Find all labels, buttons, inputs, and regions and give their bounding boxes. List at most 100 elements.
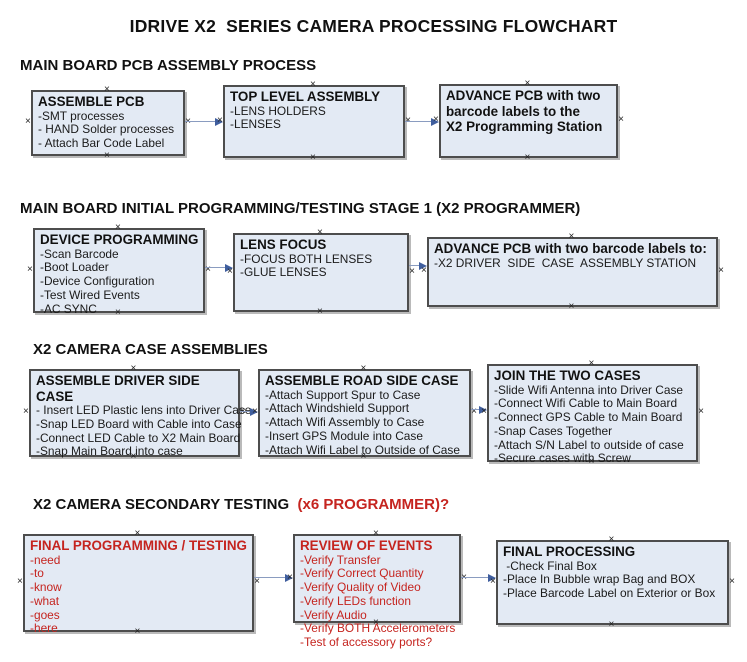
box-title: TOP LEVEL ASSEMBLY bbox=[230, 89, 381, 104]
box-line: -Verify Audio bbox=[300, 607, 367, 622]
flow-box-device-programming: DEVICE PROGRAMMING -Scan Barcode -Boot L… bbox=[33, 228, 205, 315]
connection-marker-icon bbox=[729, 578, 735, 586]
arrow-line bbox=[461, 577, 488, 578]
section-header-secondary-testing: X2 CAMERA SECONDARY TESTING (x6 PROGRAMM… bbox=[33, 496, 449, 513]
box-line: -Insert GPS Module into Case bbox=[265, 428, 423, 443]
connection-marker-icon bbox=[373, 530, 379, 538]
box-title: ASSEMBLE ROAD SIDE CASE bbox=[265, 373, 459, 388]
box-line: -Attach Windshield Support bbox=[265, 401, 410, 416]
connection-marker-icon bbox=[23, 408, 29, 416]
flow-arrow bbox=[461, 572, 496, 583]
arrow-line bbox=[240, 411, 250, 412]
box-line: -LENSES bbox=[230, 117, 281, 132]
connection-marker-icon bbox=[525, 80, 531, 88]
connection-marker-icon bbox=[589, 360, 595, 368]
box-line: -Secure cases with Screw bbox=[494, 451, 631, 466]
box-line: -Snap Cases Together bbox=[494, 423, 613, 438]
connection-marker-icon bbox=[361, 365, 367, 373]
section-header-pcb-assembly: MAIN BOARD PCB ASSEMBLY PROCESS bbox=[20, 57, 317, 74]
connection-marker-icon bbox=[698, 408, 704, 416]
box-line: -know bbox=[30, 580, 62, 595]
flow-arrow bbox=[205, 262, 233, 273]
flow-arrow bbox=[405, 116, 439, 127]
section-header-case-assemblies: X2 CAMERA CASE ASSEMBLIES bbox=[33, 341, 268, 358]
connection-marker-icon bbox=[569, 303, 575, 311]
box-line: -here bbox=[30, 621, 58, 636]
box-title: FINAL PROCESSING bbox=[503, 544, 636, 559]
connection-marker-icon bbox=[317, 229, 323, 237]
flow-box-final-programming-testing: FINAL PROGRAMMING / TESTING -need -to -k… bbox=[23, 534, 254, 635]
box-line: -Attach Support Spur to Case bbox=[265, 387, 421, 402]
box-title: JOIN THE TWO CASES bbox=[494, 368, 641, 383]
flow-arrow bbox=[240, 406, 258, 417]
connection-marker-icon bbox=[17, 578, 23, 586]
connection-marker-icon bbox=[317, 308, 323, 316]
box-title: LENS FOCUS bbox=[240, 237, 327, 252]
arrow-head-icon bbox=[431, 117, 439, 126]
box-line: -Verify Correct Quantity bbox=[300, 566, 424, 581]
box-line: -SMT processes bbox=[38, 108, 125, 123]
connection-marker-icon bbox=[310, 81, 316, 89]
arrow-head-icon bbox=[250, 407, 258, 416]
connection-marker-icon bbox=[27, 266, 33, 274]
box-line: -Slide Wifi Antenna into Driver Case bbox=[494, 382, 684, 397]
section-header-initial-programming: MAIN BOARD INITIAL PROGRAMMING/TESTING S… bbox=[20, 200, 581, 217]
flow-arrow bbox=[471, 404, 487, 415]
box-line: -Snap LED Board with Cable into Case bbox=[36, 416, 242, 431]
arrow-line bbox=[471, 409, 479, 410]
flow-arrow bbox=[409, 260, 427, 271]
flow-box-assemble-driver-side-case: ASSEMBLE DRIVER SIDE CASE - Insert LED P… bbox=[29, 369, 251, 459]
arrow-head-icon bbox=[285, 573, 293, 582]
box-line: - Attach Bar Code Label bbox=[38, 136, 165, 151]
arrow-line bbox=[205, 267, 225, 268]
connection-marker-icon bbox=[115, 224, 121, 232]
connection-marker-icon bbox=[718, 267, 724, 275]
section-header-black-part: X2 CAMERA SECONDARY TESTING bbox=[33, 496, 294, 513]
box-line: -Verify Quality of Video bbox=[300, 580, 421, 595]
box-title: ADVANCE PCB with two barcode labels to t… bbox=[446, 88, 603, 134]
flow-box-advance-pcb-driver-side-station: ADVANCE PCB with two barcode labels to: … bbox=[427, 237, 718, 307]
arrow-line bbox=[405, 121, 431, 122]
box-title: DEVICE PROGRAMMING bbox=[40, 232, 199, 247]
flow-arrow bbox=[254, 572, 293, 583]
arrow-head-icon bbox=[479, 405, 487, 414]
arrow-line bbox=[409, 265, 419, 266]
box-line: -need bbox=[30, 552, 61, 567]
arrow-line bbox=[185, 121, 215, 122]
connection-marker-icon bbox=[618, 116, 624, 124]
box-line: -AC SYNC bbox=[40, 301, 97, 316]
flow-box-review-of-events: REVIEW OF EVENTS -Verify Transfer -Verif… bbox=[293, 534, 461, 649]
box-line: -X2 DRIVER SIDE CASE ASSEMBLY STATION bbox=[434, 255, 697, 270]
flow-box-assemble-road-side-case: ASSEMBLE ROAD SIDE CASE -Attach Support … bbox=[258, 369, 471, 457]
box-line: -Connect Wifi Cable to Main Board bbox=[494, 396, 678, 411]
flow-box-advance-pcb-programming-station: ADVANCE PCB with two barcode labels to t… bbox=[439, 84, 618, 158]
connection-marker-icon bbox=[104, 86, 110, 94]
box-line: -Check Final Box bbox=[503, 558, 597, 573]
connection-marker-icon bbox=[135, 530, 141, 538]
flow-box-assemble-pcb: ASSEMBLE PCB -SMT processes - HAND Solde… bbox=[31, 90, 185, 156]
box-line: -Snap Main Board into case bbox=[36, 444, 183, 459]
connection-marker-icon bbox=[569, 233, 575, 241]
arrow-head-icon bbox=[419, 261, 427, 270]
arrow-line bbox=[254, 577, 285, 578]
flow-box-final-processing: FINAL PROCESSING -Check Final Box -Place… bbox=[496, 540, 729, 625]
box-line: -Verify LEDs function bbox=[300, 593, 412, 608]
box-line: -Boot Loader bbox=[40, 260, 109, 275]
page-title: IDRIVE X2 SERIES CAMERA PROCESSING FLOWC… bbox=[129, 16, 618, 36]
box-line: -Scan Barcode bbox=[40, 246, 119, 261]
connection-marker-icon bbox=[609, 536, 615, 544]
connection-marker-icon bbox=[609, 621, 615, 629]
box-title: ASSEMBLE PCB bbox=[38, 94, 145, 109]
box-line: -Connect GPS Cable to Main Board bbox=[494, 410, 683, 425]
box-title: FINAL PROGRAMMING / TESTING bbox=[30, 538, 247, 553]
connection-marker-icon bbox=[25, 118, 31, 126]
box-line: -LENS HOLDERS bbox=[230, 103, 326, 118]
box-line: -Device Configuration bbox=[40, 274, 155, 289]
flow-box-join-the-two-cases: JOIN THE TWO CASES -Slide Wifi Antenna i… bbox=[487, 364, 698, 465]
box-line: -Place In Bubble wrap Bag and BOX bbox=[503, 572, 696, 587]
box-line: -Verify BOTH Accelerometers bbox=[300, 621, 456, 636]
arrow-head-icon bbox=[488, 573, 496, 582]
box-title: ADVANCE PCB with two barcode labels to: bbox=[434, 241, 707, 256]
box-title: REVIEW OF EVENTS bbox=[300, 538, 433, 553]
box-line: -Attach S/N Label to outside of case bbox=[494, 437, 684, 452]
